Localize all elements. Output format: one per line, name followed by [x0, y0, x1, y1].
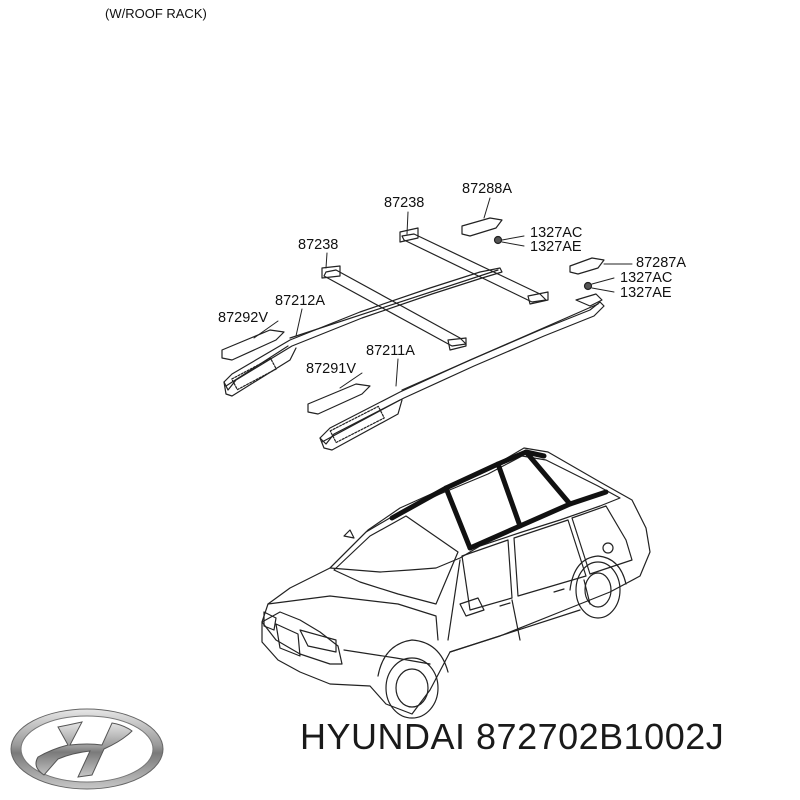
right-roof-rail: [319, 293, 605, 451]
vehicle-illustration: [261, 447, 651, 719]
label-1327AE-upper: 1327AE: [530, 239, 582, 255]
part-number-caption: HYUNDAI 872702B1002J: [300, 716, 725, 757]
label-87238-left: 87238: [298, 237, 339, 253]
label-87288A: 87288A: [462, 181, 512, 197]
hyundai-logo-icon: [10, 708, 164, 790]
label-87287A: 87287A: [636, 255, 686, 271]
fastener-nut: [493, 235, 503, 245]
label-1327AC-lower: 1327AC: [620, 270, 673, 286]
leader-lines: [253, 197, 633, 389]
label-87291V: 87291V: [306, 361, 356, 377]
label-87238-right: 87238: [384, 195, 425, 211]
fastener-nut: [583, 281, 593, 291]
end-cover-87287A: [569, 257, 605, 275]
label-87212A: 87212A: [275, 293, 325, 309]
diagram-caption: (W/ROOF RACK): [105, 6, 207, 21]
rail-cover-87292V: [221, 329, 285, 361]
front-cross-bar: [321, 265, 467, 351]
label-1327AE-lower: 1327AE: [620, 285, 672, 301]
end-cover-87288A: [461, 217, 503, 237]
rail-cover-87291V: [307, 383, 371, 415]
rear-cross-bar: [399, 227, 549, 305]
label-1327AC-upper: 1327AC: [530, 225, 583, 241]
label-87292V: 87292V: [218, 310, 268, 326]
label-87211A: 87211A: [366, 343, 415, 359]
left-roof-rail: [223, 267, 503, 397]
